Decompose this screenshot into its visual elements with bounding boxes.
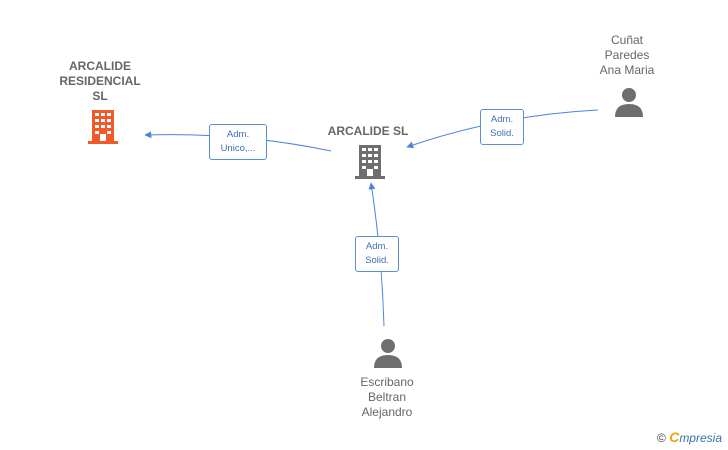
node-label-escribano[interactable]: Escribano Beltran Alejandro — [337, 375, 437, 420]
node-label-line: RESIDENCIAL — [59, 74, 141, 88]
node-label-line: Escribano — [360, 375, 414, 389]
edge-label-sl-to-residencial[interactable]: Adm. Unico,... — [209, 124, 267, 160]
node-label-line: Alejandro — [361, 405, 413, 419]
node-label-line: ARCALIDE — [69, 59, 131, 73]
edge-label-line: Adm. — [490, 114, 514, 125]
node-label-line: Cuñat — [610, 33, 644, 47]
person-icon[interactable] — [372, 338, 404, 368]
edge-label-cunat-to-sl[interactable]: Adm. Solid. — [480, 109, 524, 145]
building-icon[interactable] — [87, 110, 119, 144]
brand-name: mpresia — [679, 431, 722, 445]
edge-label-line: Solid. — [365, 255, 389, 266]
node-label-arcalide-sl[interactable]: ARCALIDE SL — [318, 124, 418, 139]
person-icon[interactable] — [613, 87, 645, 117]
node-label-line: SL — [92, 89, 108, 103]
empresia-watermark: © Cmpresia — [657, 429, 722, 445]
node-label-arcalide-residencial[interactable]: ARCALIDE RESIDENCIAL SL — [40, 59, 160, 104]
edge-label-escribano-to-sl[interactable]: Adm. Solid. — [355, 236, 399, 272]
edge-label-line: Unico,... — [220, 143, 256, 154]
edge-label-line: Adm. — [226, 129, 250, 140]
brand-initial: C — [669, 429, 680, 445]
copyright-symbol: © — [657, 431, 666, 445]
edge-label-line: Adm. — [365, 241, 389, 252]
node-label-line: Beltran — [367, 390, 407, 404]
node-label-line: ARCALIDE SL — [327, 124, 409, 138]
node-label-line: Ana Maria — [599, 63, 655, 77]
edge-label-line: Solid. — [490, 128, 514, 139]
node-label-line: Paredes — [604, 48, 650, 62]
building-icon[interactable] — [354, 145, 386, 179]
node-label-cunat[interactable]: Cuñat Paredes Ana Maria — [580, 33, 674, 78]
